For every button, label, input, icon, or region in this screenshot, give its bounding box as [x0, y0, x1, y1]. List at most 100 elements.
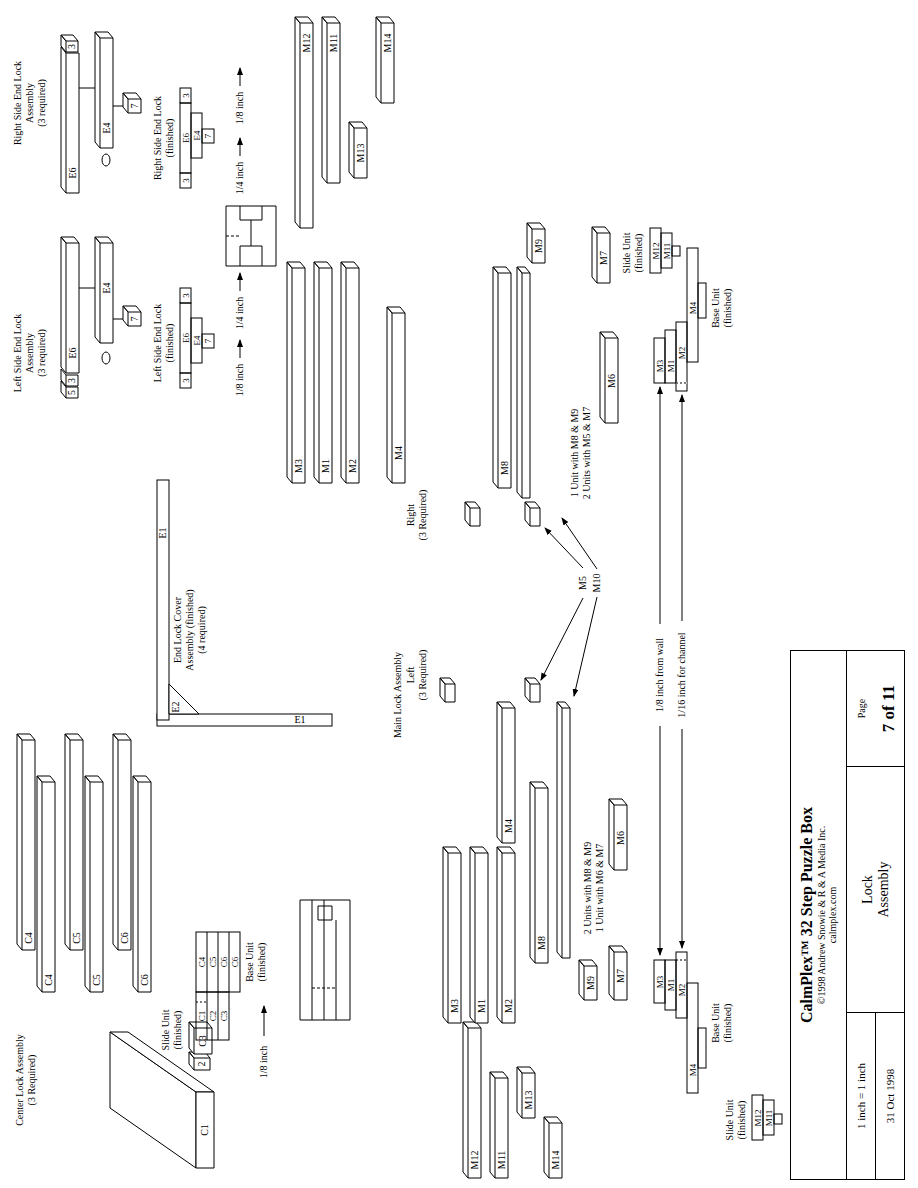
part-label: Left — [406, 667, 416, 684]
center-lock-parts — [65, 734, 83, 950]
unit-sections — [676, 383, 687, 384]
part-label: M11 — [329, 34, 339, 53]
part-label: M3 — [294, 459, 304, 473]
cell-divider — [875, 1013, 876, 1179]
part-label: 3 — [181, 378, 190, 383]
unit-sections — [752, 1095, 763, 1140]
part-label: C5 — [208, 957, 217, 968]
left-main-lock-parts — [463, 1022, 481, 1178]
text-line: 7 of 11 — [876, 651, 905, 766]
left-main-lock-parts — [609, 946, 627, 1000]
left-main-lock-parts — [530, 782, 548, 963]
part-label: C3 — [219, 1011, 228, 1022]
part-label: 2 Units with M5 & M7 — [582, 407, 592, 500]
part-label: C5 — [92, 974, 102, 986]
part-label: 7 — [130, 317, 140, 322]
text-area: CalmPlex™ 32 Step Puzzle Box©1998 Andrew… — [793, 651, 843, 1179]
dimension-line — [240, 138, 241, 156]
end-lock-parts — [61, 237, 79, 373]
part-label: Slide Unit — [622, 233, 632, 274]
part-label: E1 — [158, 527, 168, 538]
part-label: M1 — [321, 459, 331, 473]
part-label: M12 — [753, 1109, 762, 1126]
part-label: 5 — [67, 390, 77, 395]
unit-sections — [650, 228, 661, 273]
part-label: Left Side End Lock — [153, 304, 163, 383]
cell-text: 1 inch = 1 inch — [855, 1063, 867, 1129]
right-main-lock-parts — [287, 17, 618, 526]
cell-text: 7 of 11 — [880, 685, 899, 732]
part-label: C6 — [120, 932, 130, 944]
dimension-line — [240, 340, 241, 358]
part-label: E2 — [171, 701, 181, 712]
part-label: Center Lock Assembly — [15, 1034, 25, 1126]
end-lock-cover — [157, 714, 332, 726]
center-lock-section — [196, 992, 229, 1040]
right-main-lock-parts — [465, 502, 480, 526]
end-lock-sections — [180, 88, 191, 103]
center-lock-parts — [189, 1022, 212, 1054]
unit-sections — [687, 983, 698, 1093]
right-main-lock-parts — [314, 262, 332, 483]
right-main-lock-parts — [376, 17, 394, 103]
end-lock-parts — [102, 154, 110, 166]
part-label: Assembly — [25, 83, 35, 123]
part-label: Right Side End Lock — [13, 61, 23, 145]
part-label: (finished) — [165, 324, 175, 363]
left-main-lock-parts — [544, 1117, 562, 1178]
part-label: M1 — [666, 979, 675, 992]
part-label: C4 — [197, 957, 206, 968]
left-main-lock-parts — [557, 702, 570, 958]
dimension-line — [240, 68, 241, 86]
cell-text: calmplex.com — [827, 887, 838, 943]
text-line: ©1998 Andrew Snowie & R & A Media Inc. — [816, 651, 827, 1179]
unit-sections — [676, 952, 687, 1018]
part-label: M8 — [500, 461, 510, 475]
part-label: (finished) — [173, 1011, 183, 1050]
end-lock-sections — [202, 334, 214, 348]
text-line: CalmPlex™ 32 Step Puzzle Box — [798, 651, 816, 1179]
end-lock-cover — [157, 480, 169, 720]
center-lock-section — [196, 932, 240, 992]
sheet-title-cell: Lock Assembly — [846, 767, 904, 1013]
part-label: (3 required) — [37, 329, 47, 376]
right-main-lock-parts — [287, 262, 305, 483]
part-label: 3 — [67, 378, 77, 383]
part-label: M5 — [578, 576, 588, 590]
center-lock-section — [196, 1002, 207, 1003]
end-lock-sections — [202, 129, 214, 143]
center-lock-parts — [85, 776, 103, 992]
leader-arrow — [541, 518, 597, 696]
part-label: C5 — [72, 932, 82, 944]
part-label: (3 Required) — [418, 490, 428, 541]
part-label: C3 — [198, 1035, 208, 1047]
center-lock-parts — [17, 734, 35, 950]
left-main-lock-parts — [440, 678, 455, 702]
part-label: C1 — [200, 1124, 210, 1136]
text-line: Page — [847, 651, 876, 766]
part-label: M3 — [450, 999, 460, 1013]
dimension-label: 1/8 inch from wall — [655, 636, 665, 714]
part-label: M2 — [677, 347, 686, 360]
part-label: M3 — [655, 976, 664, 989]
part-label: 7 — [204, 339, 213, 344]
part-label: 1 Unit with M8 & M9 — [570, 409, 580, 498]
end-lock-sections — [180, 373, 191, 388]
end-lock-parts — [102, 352, 110, 364]
leader-arrow — [541, 598, 583, 680]
end-lock-parts — [123, 93, 141, 113]
end-lock-parts — [79, 88, 95, 89]
part-label: M14 — [551, 1151, 561, 1170]
center-lock-parts — [133, 776, 151, 992]
part-label: M10 — [592, 574, 602, 593]
dimension-label: 1/16 inch for channel — [677, 630, 687, 719]
part-label: M11 — [497, 1151, 507, 1170]
right-main-lock-parts — [349, 122, 367, 178]
dimension-label: 1/8 inch — [259, 1044, 269, 1081]
part-label: M9 — [586, 976, 596, 990]
left-main-lock-parts — [470, 847, 488, 1023]
part-label: 2 — [197, 1062, 207, 1067]
left-main-lock-parts — [517, 1067, 535, 1118]
center-lock-parts — [113, 734, 131, 950]
part-label: (3 Required) — [27, 1055, 37, 1106]
